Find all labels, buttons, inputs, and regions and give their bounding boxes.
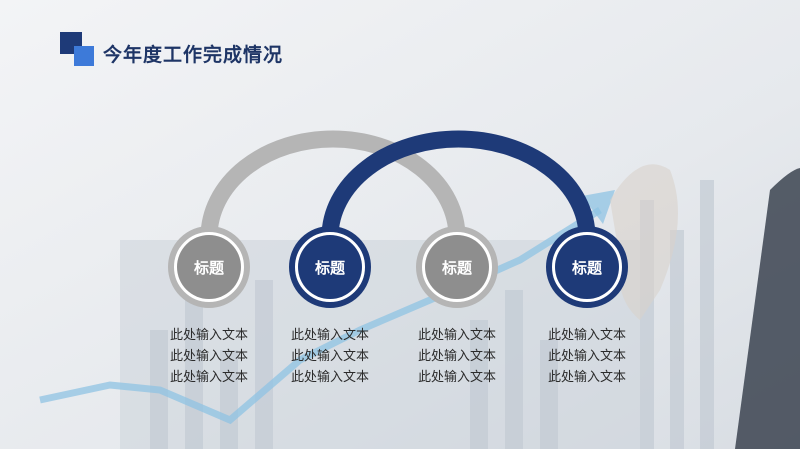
node-label-4: 标题: [571, 259, 603, 277]
arc-group: [200, 130, 596, 267]
page-title: 今年度工作完成情况: [103, 44, 284, 66]
node-label-2: 标题: [314, 259, 346, 277]
description-line: 此处输入文本: [290, 328, 369, 343]
node-label-1: 标题: [193, 259, 225, 277]
description-line: 此处输入文本: [169, 370, 248, 385]
node-circle-1: [177, 235, 241, 299]
description-line: 此处输入文本: [169, 349, 248, 364]
node-description-2: 此处输入文本此处输入文本此处输入文本: [265, 325, 395, 388]
description-line: 此处输入文本: [547, 328, 626, 343]
node-circle-3: [425, 235, 489, 299]
loop-arc-2: [321, 130, 596, 267]
description-line: 此处输入文本: [169, 328, 248, 343]
description-line: 此处输入文本: [417, 370, 496, 385]
node-description-3: 此处输入文本此处输入文本此处输入文本: [392, 325, 522, 388]
description-line: 此处输入文本: [417, 328, 496, 343]
description-line: 此处输入文本: [290, 349, 369, 364]
node-description-1: 此处输入文本此处输入文本此处输入文本: [144, 325, 274, 388]
node-description-4: 此处输入文本此处输入文本此处输入文本: [522, 325, 652, 388]
title-square-light: [74, 46, 94, 66]
loop-arc-1: [200, 130, 466, 267]
node-label-3: 标题: [441, 259, 473, 277]
node-circle-2: [298, 235, 362, 299]
description-line: 此处输入文本: [290, 370, 369, 385]
node-group: 标题 标题 标题 标题: [168, 226, 628, 308]
description-line: 此处输入文本: [417, 349, 496, 364]
node-circle-4: [555, 235, 619, 299]
description-line: 此处输入文本: [547, 349, 626, 364]
description-line: 此处输入文本: [547, 370, 626, 385]
